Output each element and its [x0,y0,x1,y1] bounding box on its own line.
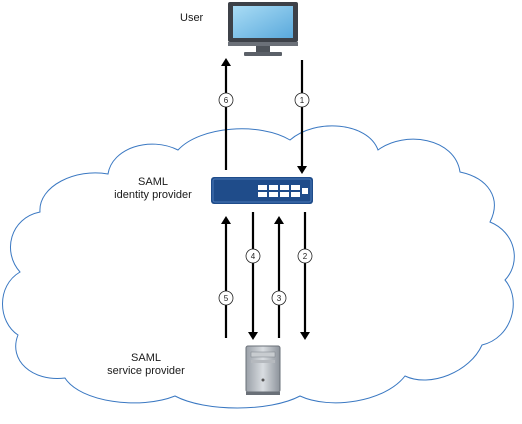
svg-text:1: 1 [300,96,305,105]
svg-text:3: 3 [277,294,282,303]
identity-provider-label-line1: SAML [138,176,168,188]
identity-provider-label-line2: identity provider [114,189,192,201]
svg-text:5: 5 [224,294,229,303]
user-label: User [180,12,204,24]
step-marker-1: 1 [294,92,310,108]
network-appliance-icon [211,177,313,204]
service-provider-label-line1: SAML [131,352,161,364]
step-marker-4: 4 [245,248,261,264]
svg-text:2: 2 [303,252,308,261]
svg-text:6: 6 [224,96,229,105]
service-provider-label: SAML service provider [100,352,192,378]
service-provider-label-line2: service provider [107,365,185,377]
network-cloud [2,125,515,409]
step-marker-2: 2 [297,248,313,264]
step-marker-6: 6 [218,92,234,108]
svg-text:4: 4 [251,252,256,261]
server-tower-icon [245,345,281,395]
identity-provider-label: SAML identity provider [108,176,198,202]
step-marker-5: 5 [218,290,234,306]
step-marker-3: 3 [271,290,287,306]
monitor-icon [228,2,298,56]
